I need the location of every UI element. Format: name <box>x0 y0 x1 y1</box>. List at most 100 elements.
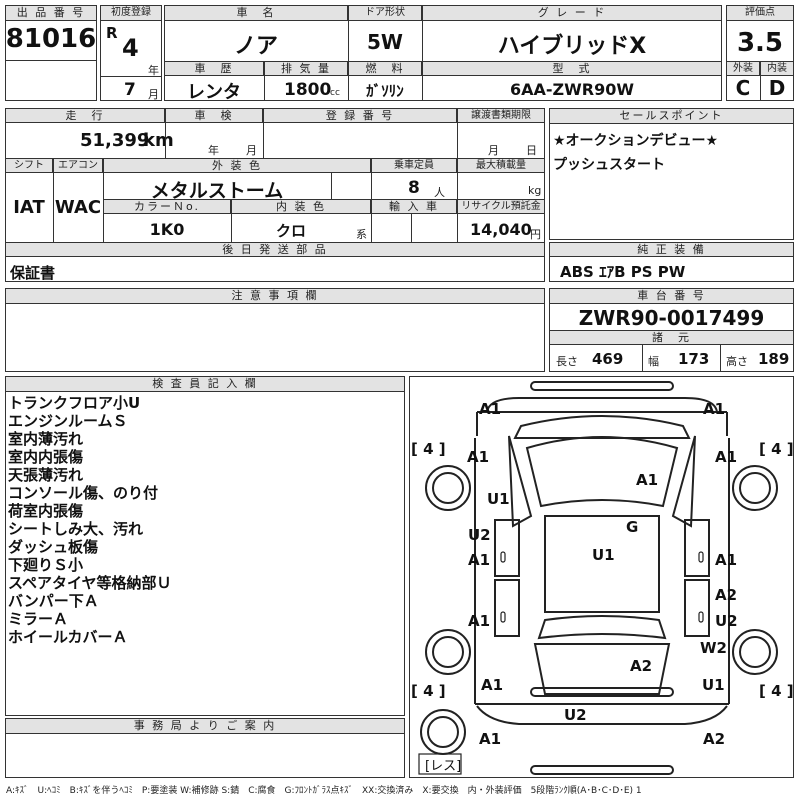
color-label: 外 装 色 <box>103 158 371 173</box>
recycle-label: リサイクル預託金 <box>457 199 545 214</box>
inspector-note: ミラーＡ <box>8 610 69 628</box>
mark-rf-door: A1 <box>715 551 738 569</box>
inspector-note: 室内薄汚れ <box>8 430 84 448</box>
sales-label: セールスポイント <box>549 108 794 124</box>
interior-label: 内装 <box>760 61 794 76</box>
mark-rl-quarter: A1 <box>481 676 504 694</box>
mark-rear-glass: A2 <box>630 657 653 675</box>
tire-depth-fl: [ 4 ] <box>411 440 446 458</box>
shift-label: シフト <box>5 158 53 173</box>
mark-rear-right: A2 <box>703 730 726 748</box>
mark-rr-quarter-u: U1 <box>702 676 725 694</box>
mark-trunk: U2 <box>564 706 587 724</box>
front-grille <box>513 415 691 439</box>
rear-bumper <box>530 765 674 775</box>
later-parts: 保証書 <box>10 264 56 282</box>
mark-rr-quarter: W2 <box>700 639 727 657</box>
rear-left-tire <box>425 629 471 675</box>
shift: IAT <box>13 197 45 218</box>
mark-fl-fender: A1 <box>467 448 490 466</box>
door-type: 5W <box>367 30 403 54</box>
color-no-label: カラーＮo. <box>103 199 231 214</box>
exterior-label: 外装 <box>726 61 760 76</box>
left-pillar <box>508 435 533 528</box>
height: 189 <box>758 350 790 368</box>
history: レンタ <box>187 82 241 103</box>
inspector-note: トランクフロア小U <box>8 394 141 412</box>
rear-bumper-outline <box>476 705 728 725</box>
inspector-label: 検 査 員 記 入 欄 <box>5 376 405 392</box>
front-left-tire <box>425 465 471 511</box>
reg-month: 7 <box>124 80 136 100</box>
rear-right-tire <box>732 629 778 675</box>
windshield <box>525 436 679 508</box>
car-name-label: 車 名 <box>164 5 348 21</box>
displacement-unit: cc <box>330 88 340 98</box>
sales-box <box>549 108 794 240</box>
capacity-unit: 人 <box>434 186 445 199</box>
mark-roof-u: U1 <box>592 546 615 564</box>
front-right-tire <box>732 465 778 511</box>
mark-fr-fender: A1 <box>715 448 738 466</box>
inspector-note: 荷室内張傷 <box>8 502 84 520</box>
rear-plate <box>530 687 674 697</box>
rear-glass <box>537 615 667 640</box>
chassis-label: 車 台 番 号 <box>549 288 794 304</box>
lot-box <box>5 5 97 101</box>
right-pillar <box>671 435 696 528</box>
left-rear-door <box>494 579 520 637</box>
first-reg-label: 初度登録 <box>100 5 162 21</box>
front-hood-outline <box>486 397 718 413</box>
inspector-note: ホイールカバーＡ <box>8 628 128 646</box>
later-parts-label: 後 日 発 送 部 品 <box>5 242 545 257</box>
car-info-box <box>164 5 722 101</box>
legend-footer: A:ｷｽﾞ U:ﾍｺﾐ B:ｷｽﾞを伴うﾍｺﾐ P:要塗装 W:補修跡 S:錆 … <box>6 786 642 796</box>
transfer-label: 譲渡書類期限 <box>457 108 545 123</box>
int-color-label: 内 装 色 <box>231 199 371 214</box>
inspector-note: 室内内張傷 <box>8 448 84 466</box>
equipment-label: 純 正 装 備 <box>549 242 794 257</box>
displacement: 1800 <box>284 80 332 100</box>
fuel-label: 燃 料 <box>348 61 422 76</box>
tire-depth-fr: [ 4 ] <box>759 440 794 458</box>
car-diagram: [ 4 ] [ 4 ] [ 4 ] [ 4 ] [レス] <box>411 381 794 775</box>
recycle-fee: 14,040 <box>470 220 532 239</box>
mark-roof-g: G <box>626 518 639 536</box>
office-label: 事 務 局 よ り ご 案 内 <box>5 718 405 734</box>
month-unit: 月 <box>148 88 159 101</box>
inspector-note: エンジンルームＳ <box>8 412 128 430</box>
inspector-note: ダッシュ板傷 <box>8 538 99 556</box>
right-front-door <box>684 519 710 577</box>
mark-front-left: A1 <box>479 400 502 418</box>
inspector-note: 天張薄汚れ <box>8 466 84 484</box>
mileage-unit: km <box>143 130 174 151</box>
mileage-label: 走 行 <box>5 108 165 123</box>
sales-point-2: プッシュスタート <box>553 157 665 173</box>
mark-rr-door-a2: A2 <box>715 586 738 604</box>
reg-year: 4 <box>122 34 139 62</box>
left-front-door <box>494 519 520 577</box>
lot-label: 出 品 番 号 <box>5 5 97 21</box>
score: 3.5 <box>736 28 784 58</box>
era: R <box>106 24 118 42</box>
lot-number: 81016 <box>5 24 97 54</box>
reg-no-label: 登 録 番 号 <box>263 108 457 123</box>
body-sides <box>474 438 730 704</box>
mark-hood: A1 <box>636 471 659 489</box>
first-reg-box <box>100 5 162 101</box>
exterior-color: メタルストーム <box>150 180 284 202</box>
length-label: 長さ <box>556 355 578 368</box>
mark-left-pillar: U1 <box>487 490 510 508</box>
roof <box>544 515 660 613</box>
spare-tire-status: [レス] <box>425 759 461 774</box>
chassis-number: ZWR90-0017499 <box>578 306 765 330</box>
fuel: ｶﾞｿﾘﾝ <box>366 82 404 100</box>
mileage: 51,399 <box>80 130 150 151</box>
inspector-note: バンパー下Ａ <box>8 592 99 610</box>
inspector-note: シートしみ大、汚れ <box>8 520 144 538</box>
door-label: ドア形状 <box>348 5 422 21</box>
import-label: 輸 入 車 <box>371 199 457 214</box>
car-name: ノア <box>233 34 278 59</box>
int-color-unit: 系 <box>356 228 367 241</box>
grade: ハイブリッドX <box>497 34 647 59</box>
